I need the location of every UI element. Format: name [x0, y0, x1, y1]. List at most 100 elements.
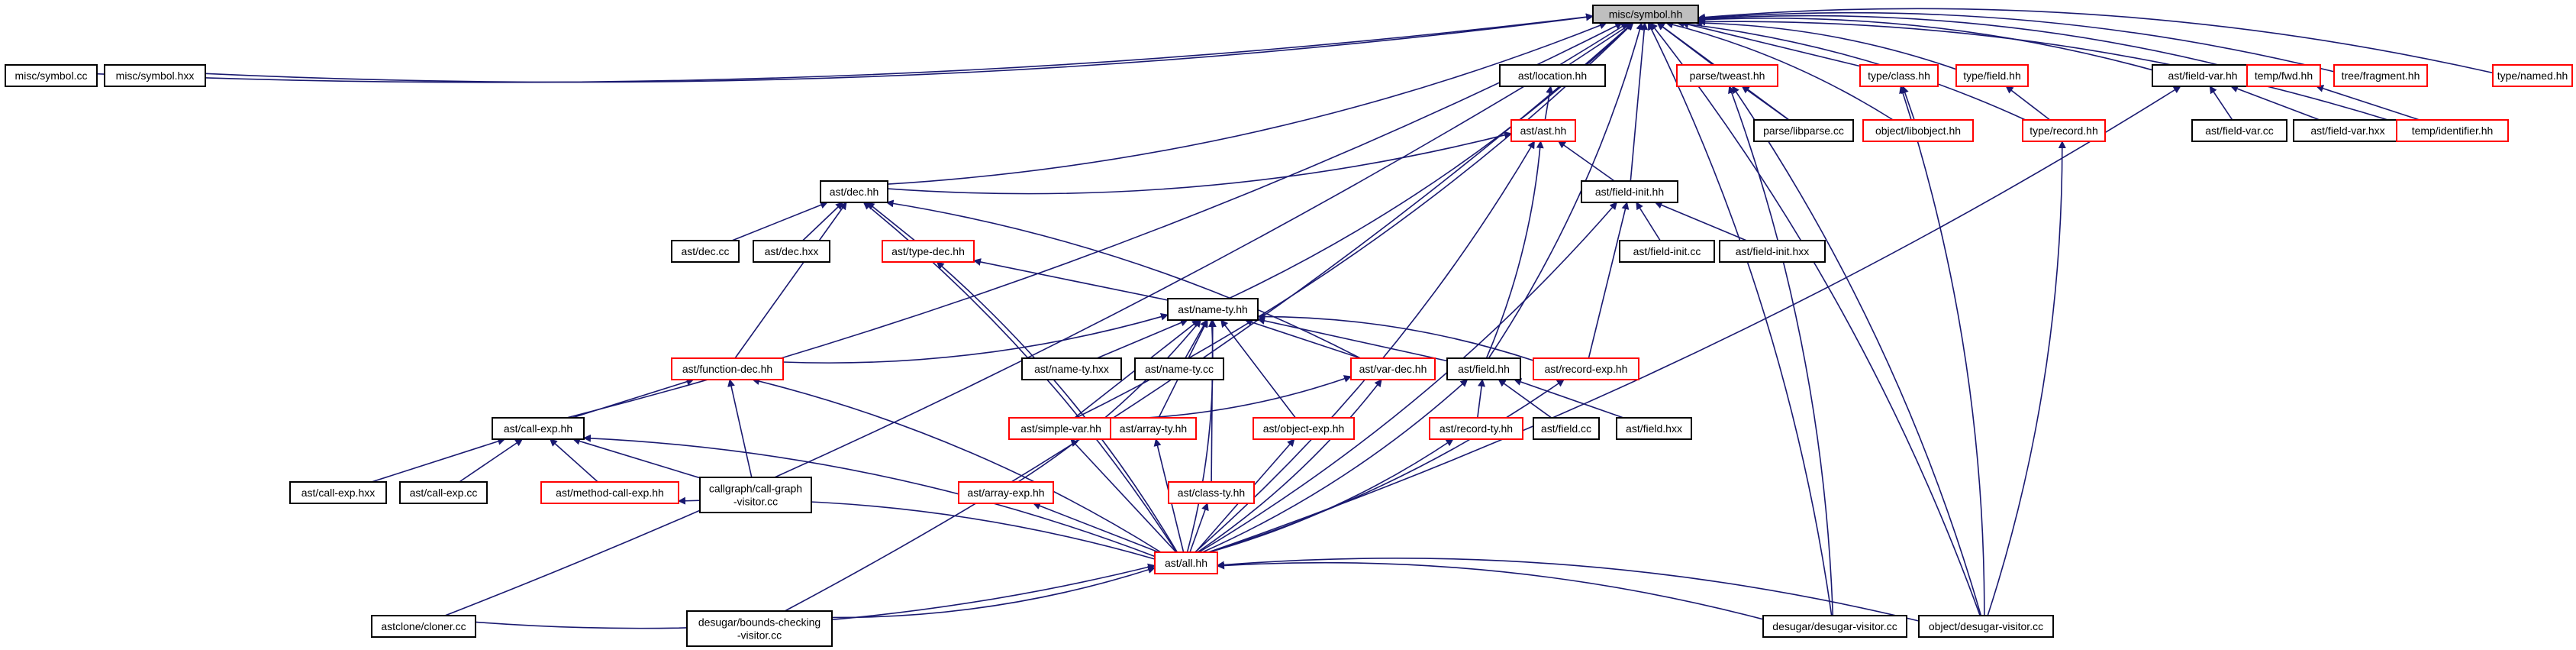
- node-ast-dec-cc[interactable]: ast/dec.cc: [671, 240, 740, 263]
- node-ast-field-var-hxx[interactable]: ast/field-var.hxx: [2293, 119, 2403, 142]
- node-ast-ast-hh[interactable]: ast/ast.hh: [1510, 119, 1576, 142]
- edge-type-class-hh-to-misc-symbol-hh: [1681, 21, 1861, 67]
- edge-type-record-hh-to-type-field-hh: [2005, 86, 2051, 121]
- node-label: ast/call-exp.hxx: [301, 487, 375, 499]
- node-ast-field-cc[interactable]: ast/field.cc: [1533, 417, 1600, 440]
- node-callgraph-visitor-cc[interactable]: callgraph/call-graph-visitor.cc: [699, 477, 812, 513]
- edge-type-record-hh-to-misc-symbol-hh: [1676, 20, 2026, 121]
- node-ast-name-ty-hh[interactable]: ast/name-ty.hh: [1167, 298, 1259, 321]
- node-ast-field-var-hh[interactable]: ast/field-var.hh: [2152, 64, 2254, 87]
- edge-ast-field-hxx-to-ast-field-hh: [1514, 378, 1624, 419]
- node-ast-call-exp-hh[interactable]: ast/call-exp.hh: [492, 417, 585, 440]
- node-ast-location-hh[interactable]: ast/location.hh: [1499, 64, 1606, 87]
- node-ast-call-exp-cc[interactable]: ast/call-exp.cc: [399, 481, 488, 504]
- edge-ast-simple-var-hh-to-ast-var-dec-hh: [1112, 375, 1352, 420]
- node-ast-record-exp-hh[interactable]: ast/record-exp.hh: [1533, 357, 1639, 380]
- node-ast-dec-hh[interactable]: ast/dec.hh: [820, 180, 888, 203]
- node-ast-simple-var-hh[interactable]: ast/simple-var.hh: [1008, 417, 1114, 440]
- node-box: [2246, 64, 2321, 87]
- edge-ast-array-exp-hh-to-ast-name-ty-hh: [1017, 319, 1201, 483]
- edge-layer: [96, 8, 2494, 629]
- node-desugar-desugar-visitor-cc[interactable]: desugar/desugar-visitor.cc: [1762, 615, 1907, 638]
- node-label: ast/call-exp.hh: [504, 422, 572, 435]
- node-label: ast/field.cc: [1541, 422, 1591, 435]
- node-misc-symbol-hh[interactable]: misc/symbol.hh: [1592, 5, 1699, 24]
- edge-ast-record-exp-hh-to-ast-field-init-hh: [1588, 202, 1630, 359]
- node-label: -visitor.cc: [733, 496, 778, 508]
- node-label: ast/dec.hxx: [765, 245, 819, 257]
- node-ast-field-var-cc[interactable]: ast/field-var.cc: [2191, 119, 2287, 142]
- node-ast-method-call-exp-hh[interactable]: ast/method-call-exp.hh: [540, 481, 679, 504]
- node-box: [2492, 64, 2573, 87]
- node-ast-call-exp-hxx[interactable]: ast/call-exp.hxx: [289, 481, 387, 504]
- node-ast-field-init-hh[interactable]: ast/field-init.hh: [1581, 180, 1678, 203]
- node-ast-name-ty-cc[interactable]: ast/name-ty.cc: [1134, 357, 1224, 380]
- edge-ast-all-hh-to-ast-type-dec-hh: [936, 261, 1178, 553]
- node-label: temp/fwd.hh: [2255, 70, 2313, 82]
- node-ast-field-init-hxx[interactable]: ast/field-init.hxx: [1719, 240, 1826, 263]
- node-tree-fragment-hh[interactable]: tree/fragment.hh: [2333, 64, 2428, 87]
- edge-ast-record-ty-hh-to-ast-field-hh: [1477, 379, 1486, 419]
- node-desugar-bounds-visitor-cc[interactable]: desugar/bounds-checking-visitor.cc: [686, 610, 833, 647]
- edge-object-libobject-hh-to-type-class-hh: [1901, 86, 1915, 121]
- node-misc-symbol-hxx[interactable]: misc/symbol.hxx: [104, 64, 206, 87]
- node-parse-tweast-hh[interactable]: parse/tweast.hh: [1676, 64, 1778, 87]
- node-label: type/field.hh: [1963, 70, 2021, 82]
- edge-ast-field-init-cc-to-ast-field-init-hh: [1636, 202, 1661, 241]
- node-type-record-hh[interactable]: type/record.hh: [2022, 119, 2106, 142]
- node-label: ast/class-ty.hh: [1178, 487, 1245, 499]
- node-label: ast/name-ty.cc: [1145, 363, 1214, 375]
- node-box: [1955, 64, 2029, 87]
- node-box: [1008, 417, 1114, 440]
- node-box: [686, 610, 833, 647]
- node-ast-class-ty-hh[interactable]: ast/class-ty.hh: [1168, 481, 1255, 504]
- edge-ast-field-hh-to-ast-name-ty-hh: [1257, 317, 1448, 362]
- node-label: type/class.hh: [1868, 70, 1930, 82]
- node-label: ast/field-var.hxx: [2310, 125, 2384, 137]
- node-label: ast/dec.cc: [681, 245, 729, 257]
- node-ast-name-ty-hxx[interactable]: ast/name-ty.hxx: [1021, 357, 1122, 380]
- node-ast-field-hh[interactable]: ast/field.hh: [1446, 357, 1521, 380]
- node-parse-libparse-cc[interactable]: parse/libparse.cc: [1753, 119, 1854, 142]
- node-type-class-hh[interactable]: type/class.hh: [1859, 64, 1939, 87]
- edge-ast-field-hh-to-ast-ast-hh: [1485, 141, 1544, 359]
- node-label: ast/call-exp.cc: [410, 487, 478, 499]
- node-label: ast/field-init.hh: [1595, 186, 1664, 198]
- node-ast-field-hxx[interactable]: ast/field.hxx: [1616, 417, 1692, 440]
- node-box: [671, 240, 740, 263]
- node-ast-var-dec-hh[interactable]: ast/var-dec.hh: [1350, 357, 1436, 380]
- node-object-libobject-hh[interactable]: object/libobject.hh: [1862, 119, 1974, 142]
- node-ast-field-init-cc[interactable]: ast/field-init.cc: [1619, 240, 1715, 263]
- node-misc-symbol-cc[interactable]: misc/symbol.cc: [5, 64, 98, 87]
- node-box: [1918, 615, 2054, 638]
- node-label: parse/libparse.cc: [1763, 125, 1844, 137]
- node-temp-identifier-hh[interactable]: temp/identifier.hh: [2396, 119, 2509, 142]
- node-ast-type-dec-hh[interactable]: ast/type-dec.hh: [882, 240, 975, 263]
- node-ast-array-exp-hh[interactable]: ast/array-exp.hh: [958, 481, 1054, 504]
- node-ast-record-ty-hh[interactable]: ast/record-ty.hh: [1429, 417, 1523, 440]
- node-label: ast/ast.hh: [1520, 125, 1567, 137]
- edge-desugar-bounds-visitor-cc-to-ast-all-hh: [831, 566, 1156, 619]
- node-label: ast/location.hh: [1518, 70, 1587, 82]
- node-ast-object-exp-hh[interactable]: ast/object-exp.hh: [1253, 417, 1355, 440]
- edge-ast-call-exp-cc-to-ast-call-exp-hh: [459, 438, 524, 483]
- node-box: [2396, 119, 2509, 142]
- node-box: [1253, 417, 1355, 440]
- node-ast-array-ty-hh[interactable]: ast/array-ty.hh: [1110, 417, 1197, 440]
- node-ast-function-dec-hh[interactable]: ast/function-dec.hh: [671, 357, 784, 380]
- node-box: [1021, 357, 1122, 380]
- node-object-desugar-visitor-cc[interactable]: object/desugar-visitor.cc: [1918, 615, 2054, 638]
- node-box: [1446, 357, 1521, 380]
- node-ast-all-hh[interactable]: ast/all.hh: [1154, 551, 1218, 574]
- node-type-named-hh[interactable]: type/named.hh: [2492, 64, 2573, 87]
- edge-tree-fragment-hh-to-misc-symbol-hh: [1697, 11, 2335, 73]
- node-type-field-hh[interactable]: type/field.hh: [1955, 64, 2029, 87]
- node-label: callgraph/call-graph: [709, 483, 802, 495]
- edge-ast-field-var-cc-to-ast-field-var-hh: [2209, 86, 2233, 121]
- node-box: [1510, 119, 1576, 142]
- node-ast-dec-hxx[interactable]: ast/dec.hxx: [753, 240, 830, 263]
- node-temp-fwd-hh[interactable]: temp/fwd.hh: [2246, 64, 2321, 87]
- node-astclone-cloner-cc[interactable]: astclone/cloner.cc: [371, 615, 476, 638]
- edge-ast-ast-hh-to-ast-location-hh: [1544, 86, 1554, 121]
- node-label: desugar/bounds-checking: [698, 616, 821, 629]
